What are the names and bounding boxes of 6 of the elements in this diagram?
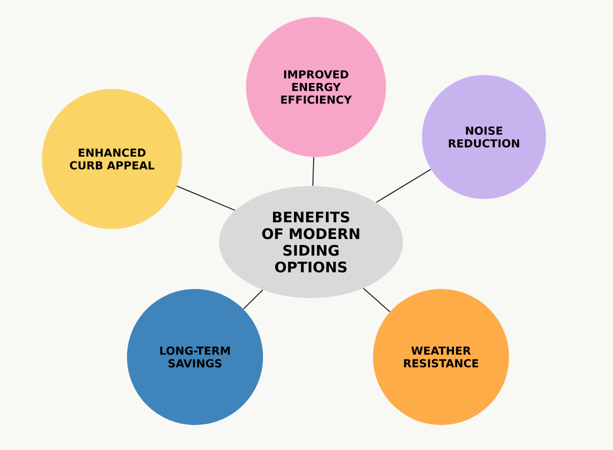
connector-line	[362, 288, 390, 312]
connector-line	[376, 168, 432, 203]
connector-line	[312, 156, 314, 186]
central-blob: BENEFITS OF MODERN SIDING OPTIONS	[219, 186, 403, 298]
connector-line	[176, 186, 236, 211]
connector-line	[242, 289, 264, 310]
